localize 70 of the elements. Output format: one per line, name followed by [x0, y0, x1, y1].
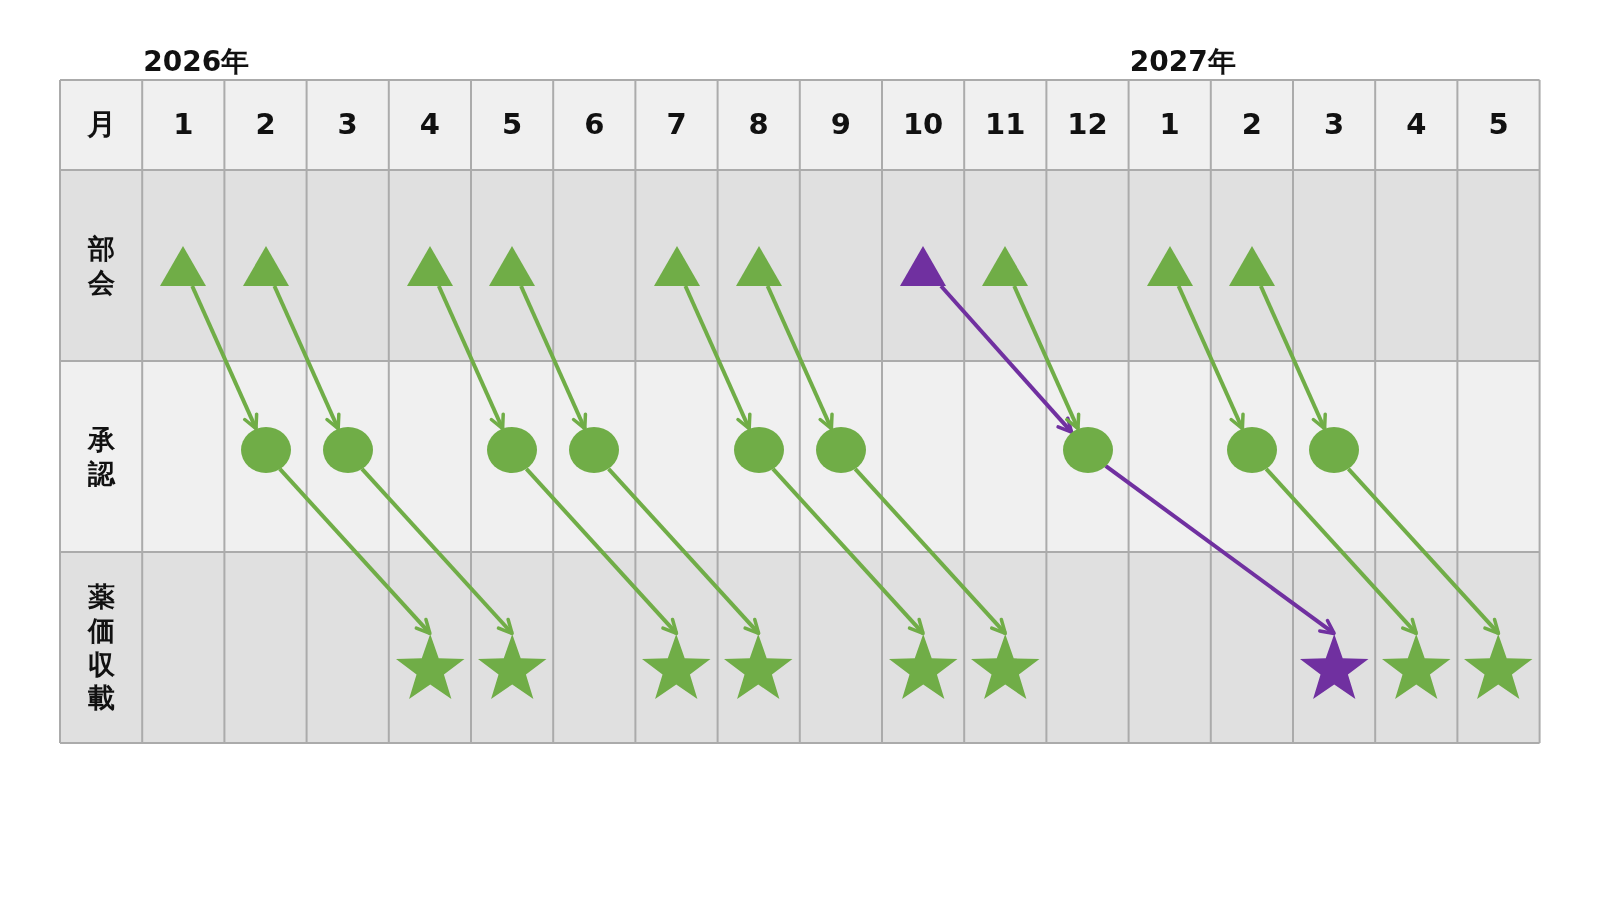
- arrow: [853, 467, 1008, 636]
- arrow: [360, 467, 514, 636]
- circle-icon: [487, 427, 538, 473]
- row-label: 薬価収載: [87, 580, 115, 715]
- star-icon: [1382, 634, 1451, 700]
- circle-icon: [240, 427, 291, 473]
- star-icon: [971, 634, 1040, 700]
- circle-icon: [569, 427, 620, 473]
- month-label: 11: [985, 108, 1026, 142]
- arrow: [436, 285, 505, 431]
- arrow: [1346, 467, 1501, 636]
- month-label: 7: [666, 108, 687, 142]
- arrow: [524, 467, 679, 636]
- arrow: [190, 285, 259, 431]
- circle-icon: [1226, 427, 1277, 473]
- triangle-icon: [982, 246, 1029, 286]
- circle-icon: [322, 427, 373, 473]
- triangle-icon: [406, 246, 453, 286]
- arrow: [939, 284, 1074, 434]
- month-label: 5: [1488, 108, 1509, 142]
- row-label: 承認: [87, 422, 115, 491]
- circle-icon: [1309, 427, 1360, 473]
- year-label: 2026年: [143, 45, 250, 79]
- month-label: 1: [173, 108, 194, 142]
- month-label: 12: [1067, 108, 1108, 142]
- triangle-icon: [900, 246, 947, 286]
- arrow: [519, 285, 588, 431]
- row-label: 部会: [87, 231, 115, 300]
- month-label: 9: [830, 108, 851, 142]
- circle-icon: [815, 427, 866, 473]
- triangle-icon: [1146, 246, 1193, 286]
- month-label: 10: [902, 108, 944, 142]
- star-icon: [1299, 634, 1369, 700]
- arrow: [1104, 464, 1336, 636]
- arrow: [272, 285, 341, 431]
- star-icon: [395, 634, 465, 700]
- triangle-icon: [735, 246, 782, 286]
- arrow: [683, 285, 752, 431]
- triangle-icon: [242, 246, 289, 286]
- star-icon: [1464, 634, 1533, 700]
- circle-icon: [1062, 427, 1113, 473]
- circle-icon: [733, 427, 784, 473]
- month-label: 3: [337, 108, 358, 142]
- year-label: 2027年: [1129, 45, 1236, 79]
- month-label: 4: [1406, 108, 1427, 142]
- triangle-icon: [1228, 246, 1275, 286]
- triangle-icon: [160, 246, 207, 286]
- arrow: [278, 467, 432, 636]
- month-label: 5: [502, 108, 523, 142]
- arrow: [1264, 467, 1419, 636]
- star-icon: [888, 634, 958, 700]
- arrow: [1176, 285, 1245, 431]
- month-label: 6: [584, 108, 605, 142]
- triangle-icon: [653, 246, 700, 286]
- arrow: [607, 467, 761, 636]
- star-icon: [642, 634, 711, 700]
- arrow: [1012, 285, 1081, 431]
- month-label: 2: [255, 108, 276, 142]
- month-label: 1: [1159, 108, 1180, 142]
- arrow: [765, 285, 834, 431]
- month-label: 8: [748, 108, 769, 142]
- month-label: 2: [1241, 108, 1262, 142]
- star-icon: [724, 634, 793, 700]
- month-label: 4: [419, 108, 440, 142]
- column-heading: 月: [86, 108, 116, 142]
- star-icon: [477, 634, 547, 700]
- arrow: [1258, 285, 1327, 431]
- triangle-icon: [489, 246, 536, 286]
- arrow: [771, 467, 925, 636]
- month-label: 3: [1324, 108, 1345, 142]
